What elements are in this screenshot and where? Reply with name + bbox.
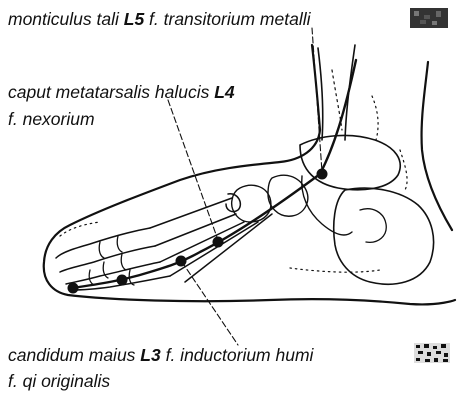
point-l1: [68, 283, 79, 294]
point-l3: [176, 256, 187, 267]
point-l5: [317, 169, 328, 180]
label-l4-code: L4: [214, 82, 234, 102]
label-l3-code: L3: [140, 345, 160, 365]
metatarsals: [150, 198, 272, 282]
label-l4: caput metatarsalis halucis L4: [8, 81, 235, 103]
heel-outline: [422, 62, 452, 230]
swatch-bottom: [414, 343, 450, 363]
point-l4: [213, 237, 224, 248]
label-l4-function: f. nexorium: [8, 109, 95, 129]
leader-line-l5: [312, 28, 322, 172]
label-l3-function-2: f. qi originalis: [8, 371, 110, 391]
label-l3-line2: f. qi originalis: [8, 370, 110, 392]
label-l3-name: candidum maius: [8, 345, 140, 365]
label-l3-function: f. inductorium humi: [161, 345, 314, 365]
label-l5-function: f. transitorium metalli: [144, 9, 310, 29]
swatch-top: [410, 8, 448, 28]
label-l5-code: L5: [124, 9, 144, 29]
point-l2: [117, 275, 128, 286]
label-l3: candidum maius L3 f. inductorium humi: [8, 344, 313, 366]
label-l5: monticulus tali L5 f. transitorium metal…: [8, 8, 310, 30]
label-l4-line2: f. nexorium: [8, 108, 95, 130]
leader-line-l3: [182, 262, 238, 345]
label-l4-name: caput metatarsalis halucis: [8, 82, 214, 102]
label-l5-name: monticulus tali: [8, 9, 124, 29]
